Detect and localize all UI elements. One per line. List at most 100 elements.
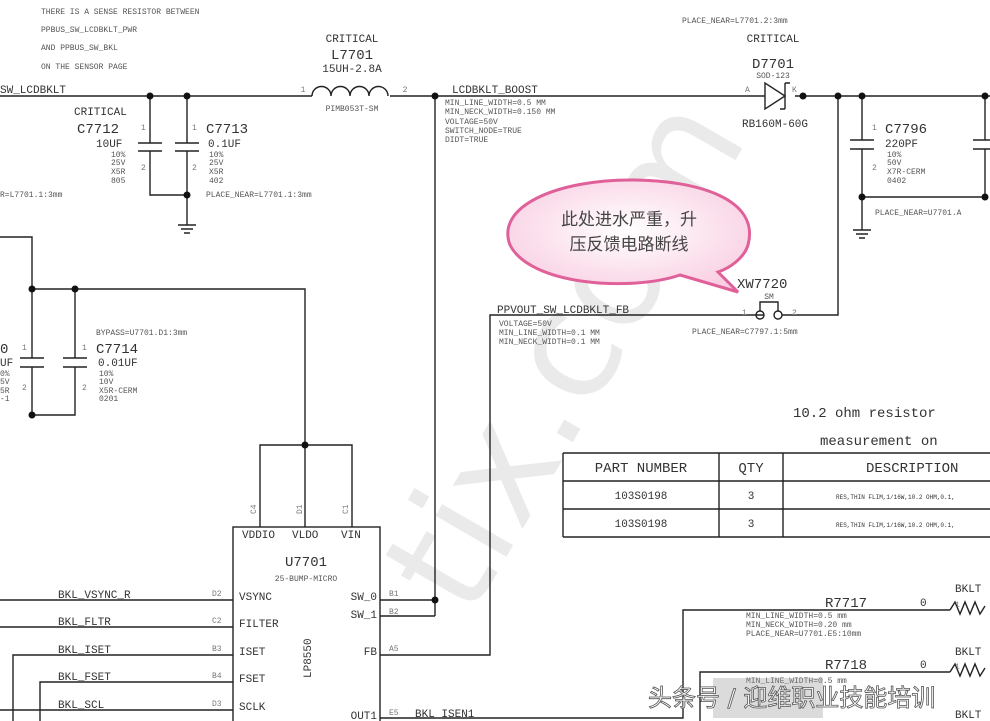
svg-text:C7796: C7796 (885, 122, 927, 138)
junction-dots (28, 92, 989, 604)
svg-text:1: 1 (82, 344, 87, 353)
callout-text: 压反馈电路断线 (570, 235, 689, 255)
svg-text:0.1UF: 0.1UF (208, 139, 241, 151)
svg-text:RES,THIN FLIM,1/16W,10.2 OHM,0: RES,THIN FLIM,1/16W,10.2 OHM,0.1, (836, 522, 955, 529)
note-line: PPBUS_SW_LCDBKLT_PWR (41, 26, 137, 35)
svg-text:SW_0: SW_0 (351, 592, 377, 604)
svg-text:RES,THIN FLIM,1/16W,10.2 OHM,0: RES,THIN FLIM,1/16W,10.2 OHM,0.1, (836, 494, 955, 501)
svg-text:MIN_NECK_WIDTH=0.1 MM: MIN_NECK_WIDTH=0.1 MM (499, 338, 600, 347)
svg-text:MIN_LINE_WIDTH=0.5 mm: MIN_LINE_WIDTH=0.5 mm (746, 612, 847, 621)
svg-text:C7713: C7713 (206, 122, 248, 138)
svg-text:SWITCH_NODE=TRUE: SWITCH_NODE=TRUE (445, 127, 522, 136)
note-line: THERE IS A SENSE RESISTOR BETWEEN (41, 8, 200, 17)
wires (0, 81, 990, 721)
svg-text:2: 2 (192, 164, 197, 173)
svg-text:1: 1 (192, 124, 197, 133)
svg-text:1: 1 (955, 601, 960, 610)
svg-text:10%: 10% (99, 370, 114, 379)
svg-text:5V: 5V (0, 378, 10, 387)
capacitor-c7712[interactable]: CRITICAL C7712 10UF 10% 25V X5R 805 R=L7… (0, 107, 146, 200)
svg-text:BKLT: BKLT (955, 584, 982, 596)
svg-text:PLACE_NEAR=U7701.E5:10mm: PLACE_NEAR=U7701.E5:10mm (746, 630, 861, 639)
table-header: QTY (738, 461, 764, 477)
svg-text:5R: 5R (0, 387, 10, 396)
svg-text:VDDIO: VDDIO (242, 530, 275, 542)
svg-text:2: 2 (141, 164, 146, 173)
svg-text:10%: 10% (209, 151, 224, 160)
note-line: ON THE SENSOR PAGE (41, 63, 128, 72)
capacitor-c7796[interactable]: 1 2 C7796 220PF 10% 50V X7R-CERM 0402 PL… (872, 122, 962, 218)
svg-text:220PF: 220PF (885, 139, 918, 151)
background-watermark: tix.com (350, 68, 779, 638)
resistor-r7718[interactable]: R7718 0 1 BKLT MIN_LINE_WIDTH=0.5 mm BKL… (746, 647, 982, 721)
capacitor-c7710-partial[interactable]: 0 UF 0% 5V 5R -1 1 2 (0, 342, 27, 404)
svg-text:BKL_FSET: BKL_FSET (58, 672, 111, 684)
svg-text:3: 3 (748, 491, 755, 503)
svg-text:BKL_VSYNC_R: BKL_VSYNC_R (58, 590, 131, 602)
annotation-callout: 此处进水严重，升 压反馈电路断线 (506, 178, 751, 294)
svg-text:BKL_FLTR: BKL_FLTR (58, 617, 111, 629)
svg-text:0: 0 (920, 660, 927, 672)
svg-text:X5R: X5R (111, 168, 126, 177)
svg-text:15UH-2.8A: 15UH-2.8A (322, 64, 382, 76)
svg-text:B3: B3 (212, 645, 222, 654)
svg-text:RB160M-60G: RB160M-60G (742, 119, 808, 131)
svg-text:C7712: C7712 (77, 122, 119, 138)
svg-text:XW7720: XW7720 (737, 277, 787, 293)
svg-text:1: 1 (955, 663, 960, 672)
net-label-sw-lcdbklt: SW_LCDBKLT (0, 85, 66, 97)
svg-text:FB: FB (364, 647, 378, 659)
ground-icon (853, 229, 871, 239)
svg-text:0: 0 (0, 342, 8, 358)
resistor-r7717[interactable]: R7717 0 1 BKLT MIN_LINE_WIDTH=0.5 mm MIN… (746, 584, 982, 639)
svg-text:D3: D3 (212, 700, 222, 709)
svg-text:25-BUMP-MICRO: 25-BUMP-MICRO (275, 575, 338, 584)
table-header: DESCRIPTION (866, 461, 958, 477)
jumper-xw7720[interactable]: XW7720 SM 1 2 PLACE_NEAR=C7797.1:5mm (692, 277, 798, 337)
svg-text:0: 0 (920, 598, 927, 610)
svg-text:X5R: X5R (209, 168, 224, 177)
svg-text:C4: C4 (250, 504, 259, 514)
diode-d7701[interactable]: PLACE_NEAR=L7701.2:3mm CRITICAL D7701 SO… (682, 17, 808, 131)
svg-text:10%: 10% (887, 151, 902, 160)
svg-text:D1: D1 (296, 504, 305, 514)
svg-text:B2: B2 (389, 608, 399, 617)
svg-text:2: 2 (872, 164, 877, 173)
svg-text:0201: 0201 (99, 395, 118, 404)
parts-table: 10.2 ohm resistor measurement on PART NU… (562, 406, 990, 538)
ic-u7701[interactable]: VDDIO VLDO VIN C4 D1 C1 U7701 25-BUMP-MI… (212, 504, 399, 721)
svg-text:MIN_LINE_WIDTH=0.5 mm: MIN_LINE_WIDTH=0.5 mm (746, 677, 847, 686)
svg-text:X7R-CERM: X7R-CERM (887, 168, 926, 177)
svg-text:103S0198: 103S0198 (615, 519, 668, 531)
svg-text:1: 1 (22, 344, 27, 353)
resistor-icon (949, 600, 986, 678)
svg-text:SM: SM (764, 293, 774, 302)
svg-text:1: 1 (742, 309, 747, 318)
svg-text:C1: C1 (342, 504, 351, 514)
ic-body (232, 526, 381, 721)
net-label-ppvout-fb: PPVOUT_SW_LCDBKLT_FB (497, 305, 629, 317)
svg-text:A: A (745, 86, 750, 95)
svg-text:1: 1 (141, 124, 146, 133)
fb-net-attributes: VOLTAGE=50V MIN_LINE_WIDTH=0.1 MM MIN_NE… (499, 320, 600, 347)
svg-text:2: 2 (792, 309, 797, 318)
svg-text:E5: E5 (389, 709, 399, 718)
svg-text:SW_1: SW_1 (351, 610, 378, 622)
boost-net-attributes: MIN_LINE_WIDTH=0.5 MM MIN_NECK_WIDTH=0.1… (445, 99, 556, 145)
svg-text:-1: -1 (0, 395, 10, 404)
capacitor-c7713[interactable]: C7713 0.1UF 10% 25V X5R 402 PLACE_NEAR=L… (192, 122, 312, 200)
svg-text:BKL_ISEN1: BKL_ISEN1 (415, 709, 475, 721)
ic-net-labels: BKL_VSYNC_R BKL_FLTR BKL_ISET BKL_FSET B… (58, 590, 475, 721)
callout-text: 此处进水严重，升 (561, 210, 697, 230)
svg-text:MIN_LINE_WIDTH=0.5 MM: MIN_LINE_WIDTH=0.5 MM (445, 99, 546, 108)
svg-text:2: 2 (82, 384, 87, 393)
capacitor-c7714[interactable]: BYPASS=U7701.D1:3mm C7714 0.01UF 10% 10V… (82, 329, 187, 404)
table-note: measurement on (820, 434, 938, 450)
svg-text:C2: C2 (212, 617, 222, 626)
svg-text:0%: 0% (0, 370, 10, 379)
svg-text:FILTER: FILTER (239, 619, 279, 631)
inductor-l7701[interactable]: CRITICAL L7701 15UH-2.8A PIMB053T-SM 1 2 (301, 34, 408, 114)
svg-text:10UF: 10UF (96, 139, 122, 151)
svg-text:FSET: FSET (239, 674, 266, 686)
svg-text:MIN_NECK_WIDTH=0.150 MM: MIN_NECK_WIDTH=0.150 MM (445, 108, 556, 117)
